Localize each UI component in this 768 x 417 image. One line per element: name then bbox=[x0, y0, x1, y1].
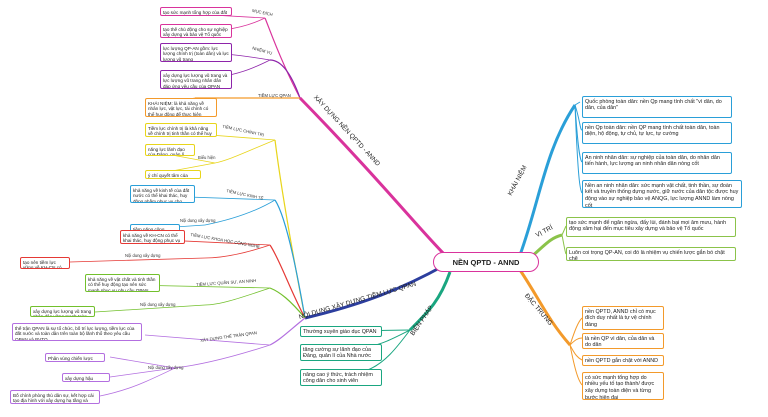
the-tran-item-4[interactable]: Bố chính phòng thủ dân sự, kết hợp cải t… bbox=[10, 390, 100, 404]
the-tran-noi-dung-label: Nội dung xây dựng bbox=[148, 365, 184, 370]
khoa-hoc-noi-dung-label: Nội dung xây dựng bbox=[125, 253, 161, 258]
central-topic[interactable]: NỀN QPTD - ANND bbox=[433, 252, 539, 272]
bieu-hien-label: Biểu hiện bbox=[198, 155, 216, 160]
chinh-tri-item-2[interactable]: năng lực lãnh đạo của Đảng, quản lí Nhà … bbox=[145, 144, 195, 156]
chinh-tri-item-1[interactable]: Tiềm lực chính trị là khả năng về chính … bbox=[145, 123, 217, 137]
quan-su-item-2[interactable]: xây dựng lực lượng vũ trang nhân dân vữn… bbox=[30, 306, 95, 317]
tiem-luc-khai-niem[interactable]: KHÁI NIỆM: là khả năng về nhân lực, vật … bbox=[145, 98, 217, 117]
kinh-te-noi-dung-label: Nội dung xây dựng bbox=[180, 218, 216, 223]
nhiem-vu-item-1[interactable]: lực lượng QP-AN gồm: lực lượng chính trị… bbox=[160, 43, 232, 62]
dac-trung-item-3[interactable]: nền QPTD gắn chặt với ANND bbox=[582, 355, 664, 366]
khai-niem-item-1[interactable]: Quốc phòng toàn dân: nền Qp mang tính ch… bbox=[582, 96, 732, 118]
vi-tri-item-2[interactable]: Luôn coi trọng QP-AN, coi đó là nhiệm vụ… bbox=[566, 247, 736, 261]
quan-su-item-1[interactable]: khả năng về vật chất và tinh thần có thể… bbox=[85, 274, 160, 292]
the-tran-item-1[interactable]: thế trận QPAN là sự tổ chức, bố trí lực … bbox=[12, 323, 142, 341]
dac-trung-item-2[interactable]: là nền QP vì dân, của dân và do dân bbox=[582, 333, 664, 349]
kinh-te-item-1[interactable]: khả năng về kinh tế của đất nước có thể … bbox=[130, 185, 195, 203]
chinh-tri-item-3[interactable]: ý chí quyết tâm của nhân dân và LLVTND bbox=[145, 170, 201, 179]
dac-trung-item-1[interactable]: nền QPTD, ANND chỉ có mục đích duy nhất … bbox=[582, 306, 664, 330]
khoa-hoc-item-1[interactable]: khả năng về KH-CN có thể khai thác, huy … bbox=[120, 230, 185, 244]
khai-niem-item-3[interactable]: An ninh nhân dân: sự nghiệp của toàn dân… bbox=[582, 152, 732, 174]
muc-dich-item-2[interactable]: tạo thế chủ động cho sự nghiệp xây dựng … bbox=[160, 24, 232, 38]
khai-niem-item-4[interactable]: Nền an ninh nhân dân: sức mạnh vật chất,… bbox=[582, 180, 742, 208]
vi-tri-item-1[interactable]: tạo sức mạnh để ngăn ngừa, đẩy lùi, đánh… bbox=[566, 217, 736, 237]
quan-su-noi-dung-label: Nội dung xây dựng bbox=[140, 302, 176, 307]
the-tran-item-2[interactable]: Phân vùng chiến lược bbox=[45, 353, 105, 362]
the-tran-item-3[interactable]: xây dựng hậu phương bbox=[62, 373, 110, 382]
nhiem-vu-item-2[interactable]: xây dựng lực lượng vũ trang và lực lượng… bbox=[160, 70, 232, 89]
bien-phap-item-3[interactable]: nâng cao ý thức, trách nhiệm công dân ch… bbox=[300, 369, 382, 386]
bien-phap-item-2[interactable]: tăng cường sự lãnh đạo của Đảng, quản lí… bbox=[300, 344, 382, 361]
bien-phap-item-1[interactable]: Thường xuyên giáo dục QPAN bbox=[300, 326, 382, 337]
tiem-luc-qpan-label[interactable]: TIỀM LỰC QPAN bbox=[258, 93, 291, 98]
khoa-hoc-item-2[interactable]: tạo nên tiềm lực vững về KH-CN có thể kh… bbox=[20, 257, 70, 269]
muc-dich-item-1[interactable]: tạo sức mạnh tổng hợp của đất nước bbox=[160, 7, 232, 16]
dac-trung-item-4[interactable]: có sức mạnh tổng hợp do nhiều yếu tố tạo… bbox=[582, 372, 664, 400]
khai-niem-item-2[interactable]: nền Qp toàn dân: nền QP mang tính chất t… bbox=[582, 122, 732, 144]
